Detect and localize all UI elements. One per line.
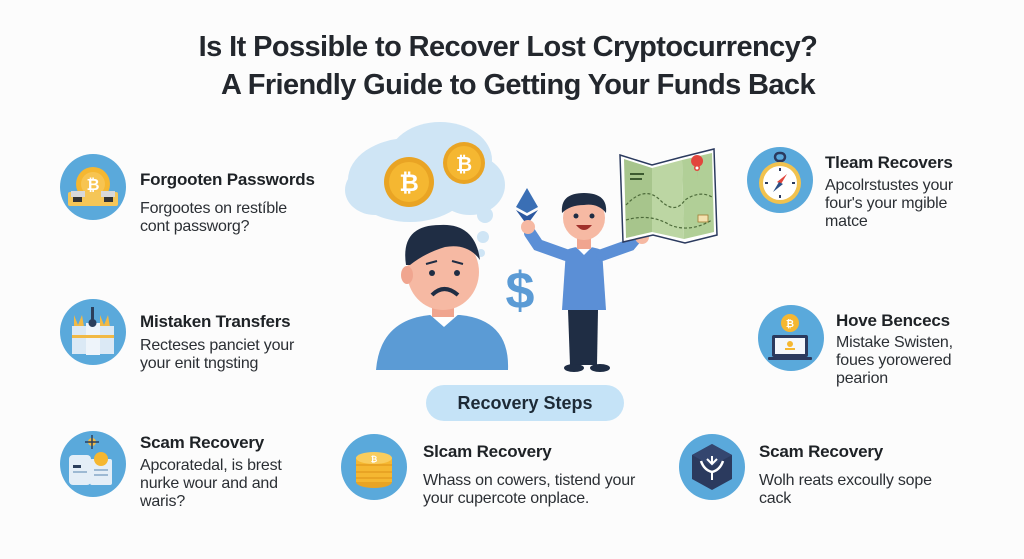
card-title: Forgooten Passwords xyxy=(140,170,315,189)
scam-documents-icon xyxy=(60,431,126,497)
laptop-coin-icon: ₿ xyxy=(758,305,824,371)
svg-text:₿: ₿ xyxy=(86,176,99,194)
card-description: Wolh reats excoully sope cack xyxy=(759,472,932,507)
worried-man-figure xyxy=(376,224,509,370)
center-illustration: ₿ ₿ $ xyxy=(340,115,720,390)
card-title: Hove Bencecs xyxy=(836,311,950,330)
svg-text:₿: ₿ xyxy=(456,154,472,176)
card-title: Tleam Recovers xyxy=(825,153,953,172)
card-description: Forgootes on restíble cont passworg? xyxy=(140,200,287,235)
card-description: Recteses panciet your your enit tngsting xyxy=(140,337,295,372)
map-icon xyxy=(619,148,718,244)
card-description: Apcolrstustes your four's your mgible ma… xyxy=(825,177,954,230)
card-mistaken-transfers: Mistaken Transfers Recteses panciet your… xyxy=(60,299,294,373)
card-description: Whass on cowers, tistend your your cuper… xyxy=(423,472,636,507)
card-forgotten-passwords: ₿ Forgooten Passwords Forgootes on restí… xyxy=(60,154,315,236)
dollar-icon: $ xyxy=(506,262,535,320)
title-line-2: A Friendly Guide to Getting Your Funds B… xyxy=(221,69,816,101)
coin-stack-icon: ₿ xyxy=(341,434,407,500)
card-scam-recovery-2: ₿ Slcam Recovery Whass on cowers, tisten… xyxy=(341,434,635,508)
svg-text:₿: ₿ xyxy=(399,170,419,197)
bitcoin-coin-icon: ₿ xyxy=(384,157,434,207)
ethereum-icon xyxy=(516,188,538,225)
card-title: Mistaken Transfers xyxy=(140,312,291,331)
card-description: Apcoratedal, is brest nurke wour and and… xyxy=(140,457,282,510)
svg-text:₿: ₿ xyxy=(786,318,794,330)
transfer-documents-icon xyxy=(60,299,126,365)
card-hove-bencecs: ₿ Hove Bencecs Mistake Swisten, foues yo… xyxy=(758,305,953,388)
bitcoin-coin-icon: ₿ xyxy=(443,142,485,184)
card-title: Slcam Recovery xyxy=(423,442,552,461)
recovery-steps-badge: Recovery Steps xyxy=(426,385,624,421)
title-line-1: Is It Possible to Recover Lost Cryptocur… xyxy=(198,31,818,63)
svg-text:₿: ₿ xyxy=(371,455,378,464)
card-title: Scam Recovery xyxy=(140,433,265,452)
card-title: Scam Recovery xyxy=(759,442,884,461)
bitcoin-wallet-icon: ₿ xyxy=(60,154,126,220)
shield-cube-icon xyxy=(679,434,745,500)
compass-icon xyxy=(747,147,813,213)
card-scam-recovery-3: Scam Recovery Wolh reats excoully sope c… xyxy=(679,434,932,508)
card-description: Mistake Swisten, foues yorowered pearion xyxy=(836,334,953,387)
card-scam-recovery-1: Scam Recovery Apcoratedal, is brest nurk… xyxy=(60,431,282,511)
card-team-recovers: Tleam Recovers Apcolrstustes your four's… xyxy=(747,147,953,231)
